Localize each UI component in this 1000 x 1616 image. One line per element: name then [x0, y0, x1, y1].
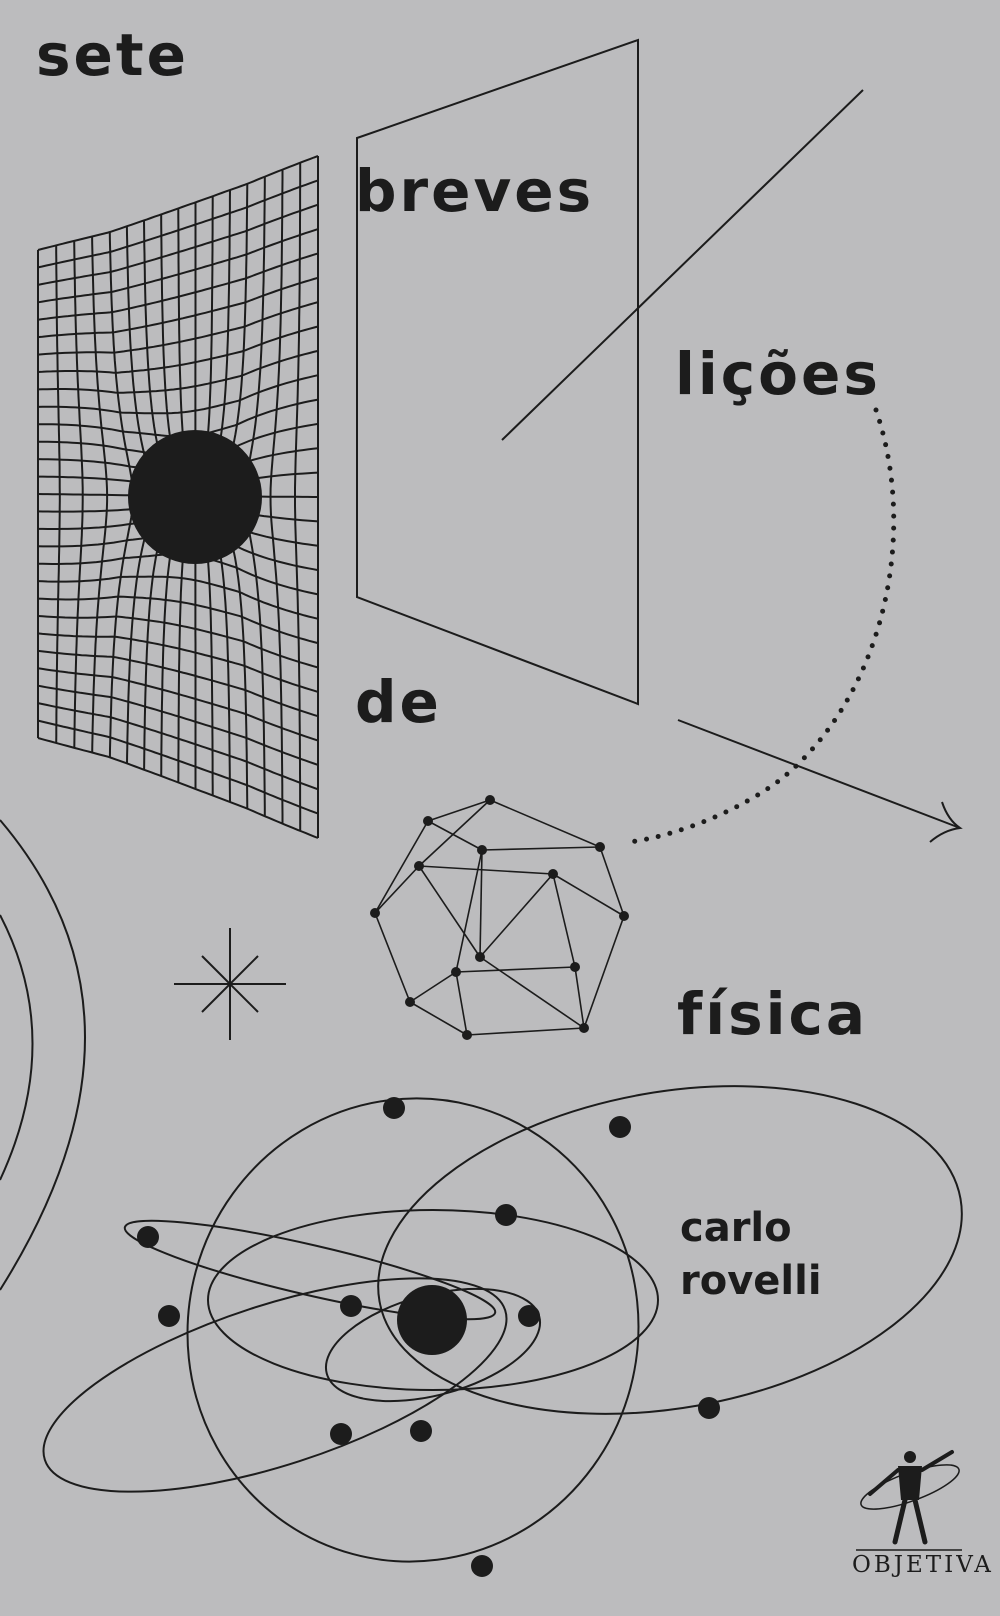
grid-line: [37, 276, 319, 339]
electron-icon: [383, 1097, 405, 1119]
grid-line: [37, 252, 319, 321]
orbit-ellipse: [42, 1277, 508, 1493]
polyhedron-vertex: [405, 997, 415, 1007]
polyhedron-edge: [455, 849, 483, 973]
black-hole-icon: [128, 430, 262, 564]
grid-line: [37, 615, 319, 669]
grid-line: [37, 374, 319, 415]
grid-line: [37, 632, 319, 693]
grid-line: [37, 667, 319, 742]
grid-line: [37, 684, 319, 766]
polyhedron-edge: [489, 799, 601, 848]
star-sparkle-icon: [174, 928, 286, 1040]
electron-icon: [137, 1226, 159, 1248]
electron-icon: [340, 1295, 362, 1317]
polyhedron-vertex: [423, 816, 433, 826]
polyhedron-edge: [455, 966, 576, 973]
grid-line: [37, 649, 319, 718]
grid-line: [37, 719, 319, 815]
grid-line: [37, 179, 319, 269]
polyhedron-vertex: [579, 1023, 589, 1033]
title-word-sete: sete: [36, 21, 189, 89]
polyhedron-edge: [479, 873, 554, 958]
grid-line: [37, 325, 319, 374]
polyhedron-edge: [409, 971, 457, 1003]
polyhedron-vertex: [475, 952, 485, 962]
electron-icon: [609, 1116, 631, 1138]
grid-line: [37, 155, 319, 251]
polyhedron-edge: [374, 912, 411, 1003]
polyhedron-vertex: [462, 1030, 472, 1040]
polyhedron-vertex: [485, 795, 495, 805]
atom-orbits-icon: [42, 1085, 963, 1577]
publisher-name: OBJETIVA: [852, 1552, 994, 1578]
grid-line: [37, 595, 319, 645]
grid-line: [37, 301, 319, 356]
polyhedron-edge: [479, 849, 483, 958]
polyhedron-vertex: [570, 962, 580, 972]
electron-icon: [471, 1555, 493, 1577]
polyhedron-edge: [466, 1027, 585, 1036]
polyhedron-vertex: [595, 842, 605, 852]
grid-line: [37, 349, 319, 394]
grid-line: [37, 575, 319, 620]
polyhedron-edge: [574, 966, 585, 1029]
polyhedron-vertex: [414, 861, 424, 871]
orbit-ellipse: [377, 1085, 963, 1415]
electron-icon: [698, 1397, 720, 1419]
plane-icon: [356, 38, 639, 706]
polyhedron-edge: [481, 846, 601, 851]
dotted-orbit-path-icon: [627, 407, 897, 845]
polyhedron-edge: [583, 915, 625, 1029]
electron-icon: [518, 1305, 540, 1327]
polyhedron-vertex: [548, 869, 558, 879]
author-last-name: rovelli: [680, 1258, 822, 1305]
author-first-name: carlo: [680, 1205, 792, 1251]
polyhedron-edge: [552, 873, 576, 968]
grid-line: [37, 737, 319, 839]
orbit-ellipse: [207, 1209, 659, 1391]
polyhedron-edge: [374, 820, 429, 914]
polyhedron-edge: [418, 865, 554, 875]
polyhedron-edge: [427, 820, 483, 851]
grid-line: [37, 702, 319, 791]
polyhedron-edge: [409, 1001, 468, 1036]
orbit-ellipse: [123, 1219, 497, 1321]
title-word-fisica: física: [677, 980, 869, 1048]
polyhedron-vertex: [477, 845, 487, 855]
polyhedron-vertex: [619, 911, 629, 921]
polyhedron-network-icon: [370, 795, 629, 1040]
grid-line: [37, 203, 319, 286]
polyhedron-vertex: [451, 967, 461, 977]
polyhedron-edge: [455, 971, 468, 1036]
electron-icon: [158, 1305, 180, 1327]
diagonal-ray-icon: [501, 89, 864, 441]
electron-icon: [330, 1423, 352, 1445]
orbit-ellipse: [186, 1097, 640, 1563]
polyhedron-edge: [418, 865, 481, 958]
publisher-logo-icon: [856, 1450, 962, 1551]
title-word-licoes: lições: [675, 340, 881, 408]
polyhedron-edge: [374, 865, 420, 914]
planet-arc-icon: [0, 819, 86, 1291]
polyhedron-edge: [599, 846, 625, 917]
electron-icon: [410, 1420, 432, 1442]
nucleus-icon: [397, 1285, 467, 1355]
title-word-breves: breves: [355, 157, 595, 225]
polyhedron-edge: [418, 799, 491, 867]
title-word-de: de: [355, 668, 442, 736]
electron-icon: [495, 1204, 517, 1226]
grid-line: [37, 228, 319, 304]
polyhedron-edge: [552, 873, 625, 917]
polyhedron-vertex: [370, 908, 380, 918]
author-name: carlo rovelli: [680, 1202, 822, 1308]
polyhedron-edge: [427, 799, 491, 822]
polyhedron-edge: [479, 956, 585, 1029]
light-ray-arrow-icon: [677, 719, 963, 843]
